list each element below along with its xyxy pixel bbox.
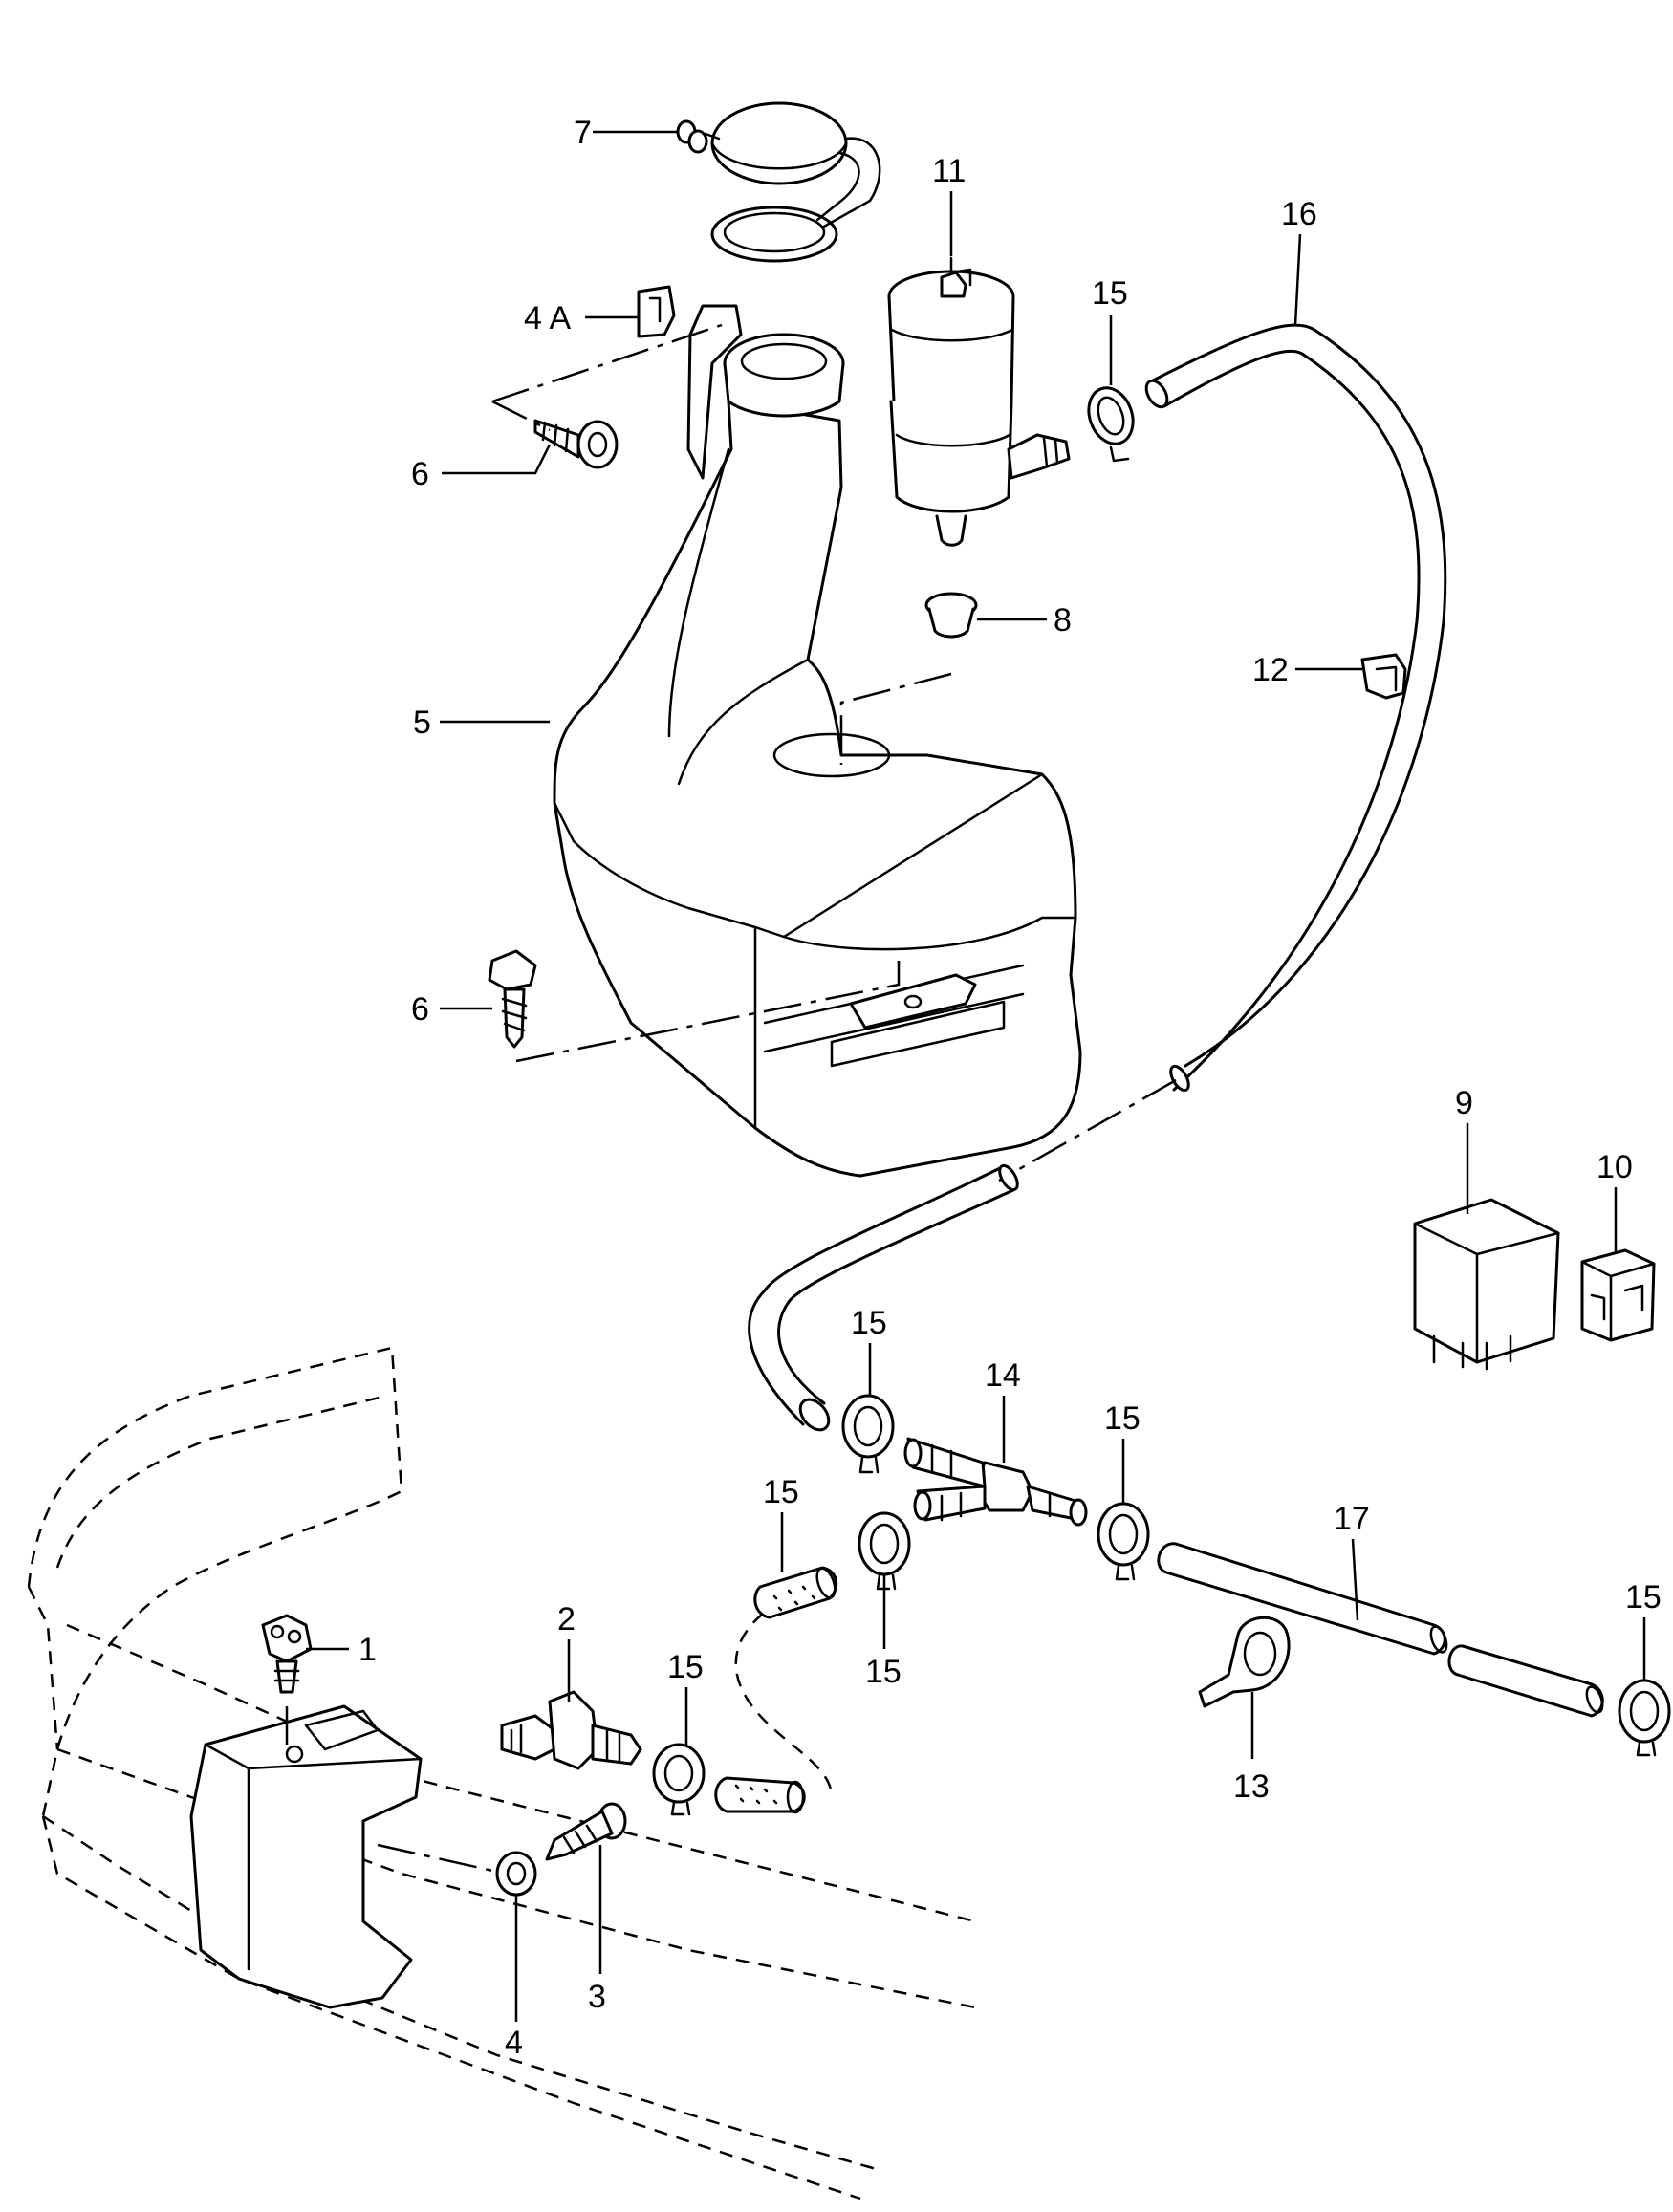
part-15-hose-clamp-4	[1097, 1502, 1150, 1581]
callout-labels: 1 2 3 4 4 A 5 6 6 7 8 9 10 11 12 13 14 1…	[358, 115, 1662, 2061]
callout-1: 1	[358, 1632, 377, 1668]
part-15-hose-clamp-3	[858, 1511, 911, 1591]
part-15-hose-clamp-1	[1087, 386, 1135, 463]
callout-6-upper: 6	[411, 456, 429, 492]
callout-11: 11	[932, 153, 966, 189]
part-18-hose	[1157, 1542, 1604, 1718]
callout-7: 7	[574, 115, 592, 151]
callout-4a: 4 A	[524, 300, 571, 336]
callout-6-lower: 6	[411, 991, 429, 1028]
callout-9: 9	[1455, 1085, 1473, 1121]
part-11-washer-pump	[887, 256, 1071, 547]
callout-15-tee-right: 15	[1104, 1400, 1141, 1437]
callout-2: 2	[557, 1601, 576, 1637]
part-3-screw	[545, 1802, 627, 1861]
part-7-filler-cap	[676, 101, 881, 263]
part-12-hose-clip	[1360, 653, 1407, 700]
nozzle-housing	[189, 1704, 423, 2009]
callout-15-hose-end: 15	[1625, 1579, 1662, 1616]
part-8-grommet	[839, 592, 978, 765]
callout-15-tee-left-upper: 15	[851, 1305, 887, 1341]
callout-4: 4	[505, 2025, 523, 2061]
bumper-outline	[27, 1346, 976, 2201]
callout-13: 13	[1233, 1768, 1270, 1805]
callout-15-tee-left-lower: 15	[865, 1654, 902, 1690]
part-1-nozzle-jet	[261, 1614, 313, 1694]
part-6-screw-upper	[491, 323, 723, 469]
part-9-relay	[1413, 1198, 1560, 1371]
callout-3: 3	[588, 1979, 606, 2015]
callout-8: 8	[1054, 602, 1072, 639]
part-4a-clip	[637, 285, 676, 338]
part-15-hose-clamp-6	[1618, 1679, 1671, 1757]
callout-15-check-valve: 15	[667, 1649, 704, 1685]
callout-15-pump: 15	[1092, 275, 1128, 312]
leader-lines	[306, 130, 1646, 2022]
part-13-hose-holder	[1198, 1616, 1291, 1708]
callout-5: 5	[413, 705, 431, 741]
callout-16: 15	[763, 1474, 799, 1510]
part-10-relay	[1580, 1248, 1656, 1342]
part-15-hose-clamp-5	[652, 1743, 706, 1816]
callout-12: 12	[1252, 652, 1289, 688]
callout-14: 14	[985, 1357, 1021, 1394]
part-15-hose-clamp-2	[841, 1394, 895, 1474]
part-6-bolt-lower	[488, 949, 901, 1063]
callout-18: 17	[1334, 1501, 1370, 1537]
part-2-check-valve	[500, 1690, 642, 1770]
callout-17: 16	[1281, 196, 1317, 232]
part-14-t-connector	[903, 1437, 1088, 1527]
part-16-short-hose	[714, 1566, 838, 1814]
callout-10: 10	[1597, 1149, 1633, 1185]
part-17-long-hose	[748, 323, 1447, 1432]
part-5-washer-reservoir	[553, 304, 1082, 1178]
